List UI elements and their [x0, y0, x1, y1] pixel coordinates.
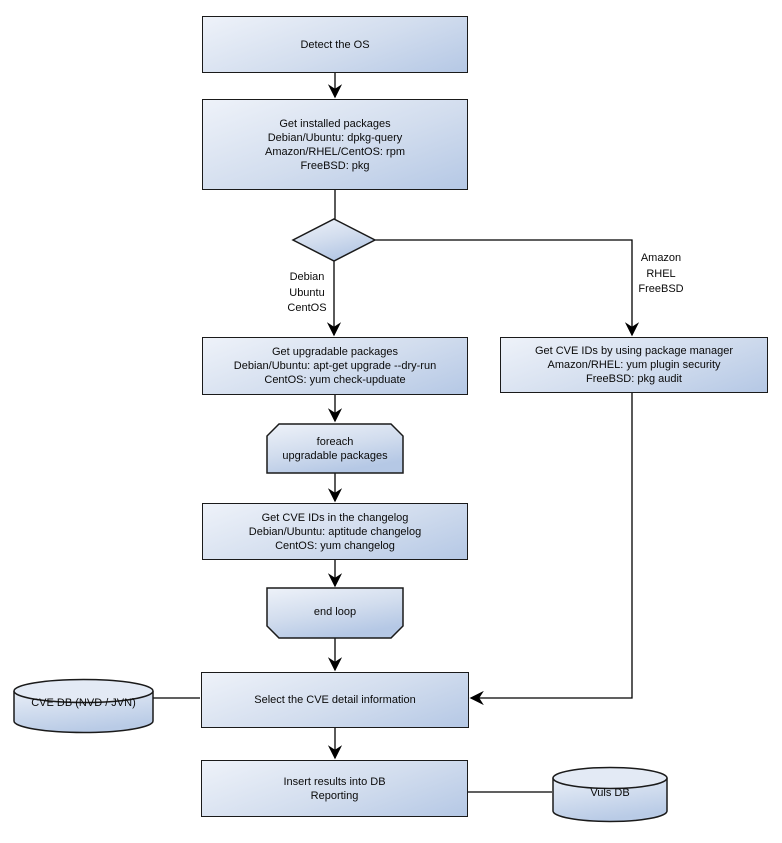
node-text-line: Reporting	[310, 789, 359, 802]
node-get-cve-ids-changelog: Get CVE IDs in the changelog Debian/Ubun…	[202, 503, 468, 560]
node-get-installed-packages: Get installed packages Debian/Ubuntu: dp…	[202, 99, 468, 190]
edge-label-line: Debian	[289, 271, 325, 283]
cve-db-cylinder	[13, 678, 154, 734]
loop-end-shape	[266, 587, 404, 639]
node-text-line: CentOS: yum check-upduate	[264, 374, 406, 386]
node-detect-os: Detect the OS	[202, 16, 468, 73]
edge-label-line: FreeBSD	[638, 283, 684, 295]
vuls-db-cylinder	[552, 766, 668, 823]
edge-label-debian-ubuntu-centos: Debian Ubuntu CentOS	[281, 270, 333, 317]
node-text-line: Amazon/RHEL/CentOS: rpm	[265, 145, 405, 158]
edge-label-line: CentOS	[287, 302, 327, 314]
edge-decision-to-pkgmgr	[375, 239, 640, 337]
node-text-line: Debian/Ubuntu: dpkg-query	[267, 131, 403, 144]
node-text-line: Debian/Ubuntu: apt-get upgrade --dry-run	[233, 360, 437, 372]
node-detect-os-label: Detect the OS	[300, 38, 370, 51]
loop-start-shape	[266, 423, 404, 474]
node-text-line: Amazon/RHEL: yum plugin security	[547, 359, 721, 371]
node-get-upgradable-packages: Get upgradable packages Debian/Ubuntu: a…	[202, 337, 468, 395]
node-text-line: Get installed packages	[279, 117, 391, 130]
edge-label-line: Ubuntu	[289, 286, 325, 299]
node-insert-results: Insert results into DB Reporting	[201, 760, 468, 817]
edge-pkgmgr-to-select	[469, 393, 633, 706]
node-select-cve-detail: Select the CVE detail information	[201, 672, 469, 728]
node-text-line: Get CVE IDs by using package manager	[534, 345, 734, 357]
node-text-line: Get upgradable packages	[272, 346, 398, 358]
node-get-cve-ids-package-manager: Get CVE IDs by using package manager Ama…	[500, 337, 768, 393]
node-text-line: Select the CVE detail information	[254, 694, 416, 706]
node-text-line: CentOS: yum changelog	[275, 539, 395, 552]
decision-diamond	[291, 218, 377, 262]
node-text-line: FreeBSD: pkg	[300, 159, 370, 172]
node-text-line: Debian/Ubuntu: aptitude changelog	[248, 525, 422, 538]
edge-label-amazon-rhel-freebsd: Amazon RHEL FreeBSD	[635, 251, 687, 298]
node-text-line: Insert results into DB	[283, 775, 386, 788]
node-text-line: FreeBSD: pkg audit	[586, 373, 682, 385]
edge-label-line: RHEL	[646, 267, 676, 280]
node-text-line: Get CVE IDs in the changelog	[261, 511, 409, 524]
edge-label-line: Amazon	[640, 252, 682, 264]
